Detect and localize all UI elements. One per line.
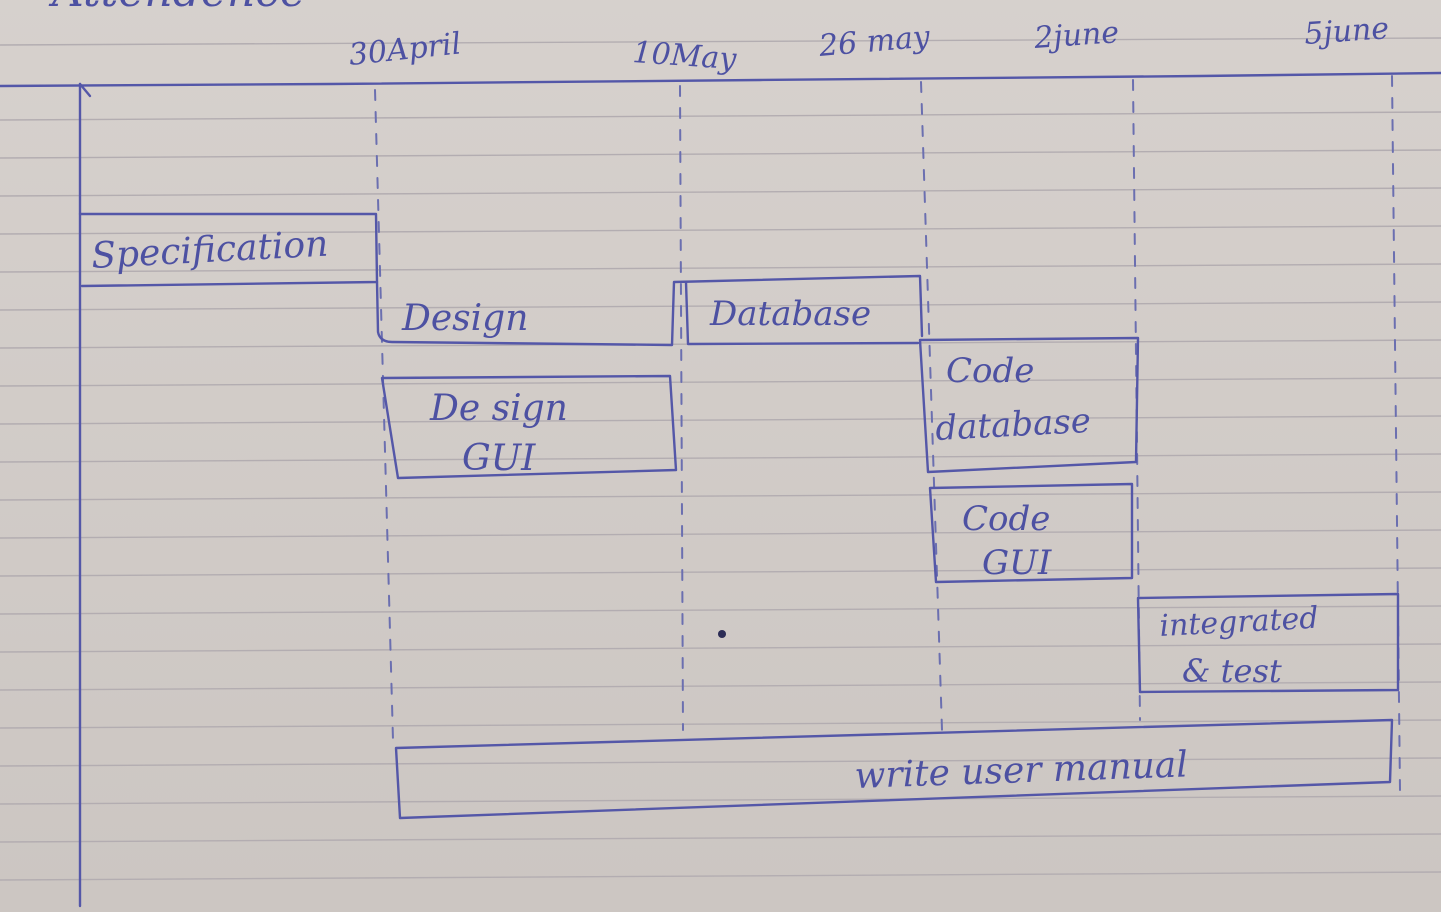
user-manual-bar — [394, 718, 1394, 820]
design-gui-bar — [380, 374, 678, 480]
database-label: Database — [709, 294, 871, 334]
design-label: Design — [401, 298, 528, 339]
code-database-label-line2: database — [934, 401, 1091, 449]
axis-tick — [78, 82, 92, 98]
code-gui-label-line2: GUI — [982, 543, 1052, 583]
code-database-label-line1: Code — [946, 351, 1034, 391]
specification-label: Specification — [90, 224, 329, 277]
user-manual-label: write user manual — [854, 744, 1189, 797]
design-bar — [375, 274, 924, 347]
code-gui-bar — [928, 482, 1134, 584]
integrated-test-label-line2: & test — [1182, 652, 1282, 690]
specification-bar — [78, 212, 379, 288]
date-labels: 30April 10May 26 may 2june 5june — [347, 11, 1390, 77]
date-label: 30April — [347, 26, 463, 73]
partial-heading: Attendence — [48, 0, 306, 17]
integrated-test-label-line1: integrated — [1159, 601, 1320, 644]
ink-dot — [718, 630, 726, 638]
database-bar — [684, 280, 920, 346]
date-label: 10May — [631, 35, 738, 77]
ruled-lines — [0, 37, 1441, 881]
integrated-test-bar — [1136, 592, 1400, 694]
code-gui-label-line1: Code — [962, 499, 1050, 539]
date-label: 5june — [1303, 11, 1390, 52]
date-label: 26 may — [817, 19, 933, 64]
code-database-bar — [918, 336, 1140, 474]
design-gui-label-line2: GUI — [462, 438, 536, 479]
date-label: 2june — [1032, 15, 1120, 56]
timeline-axis — [0, 71, 1441, 88]
design-gui-label-line1: De sign — [429, 388, 568, 429]
